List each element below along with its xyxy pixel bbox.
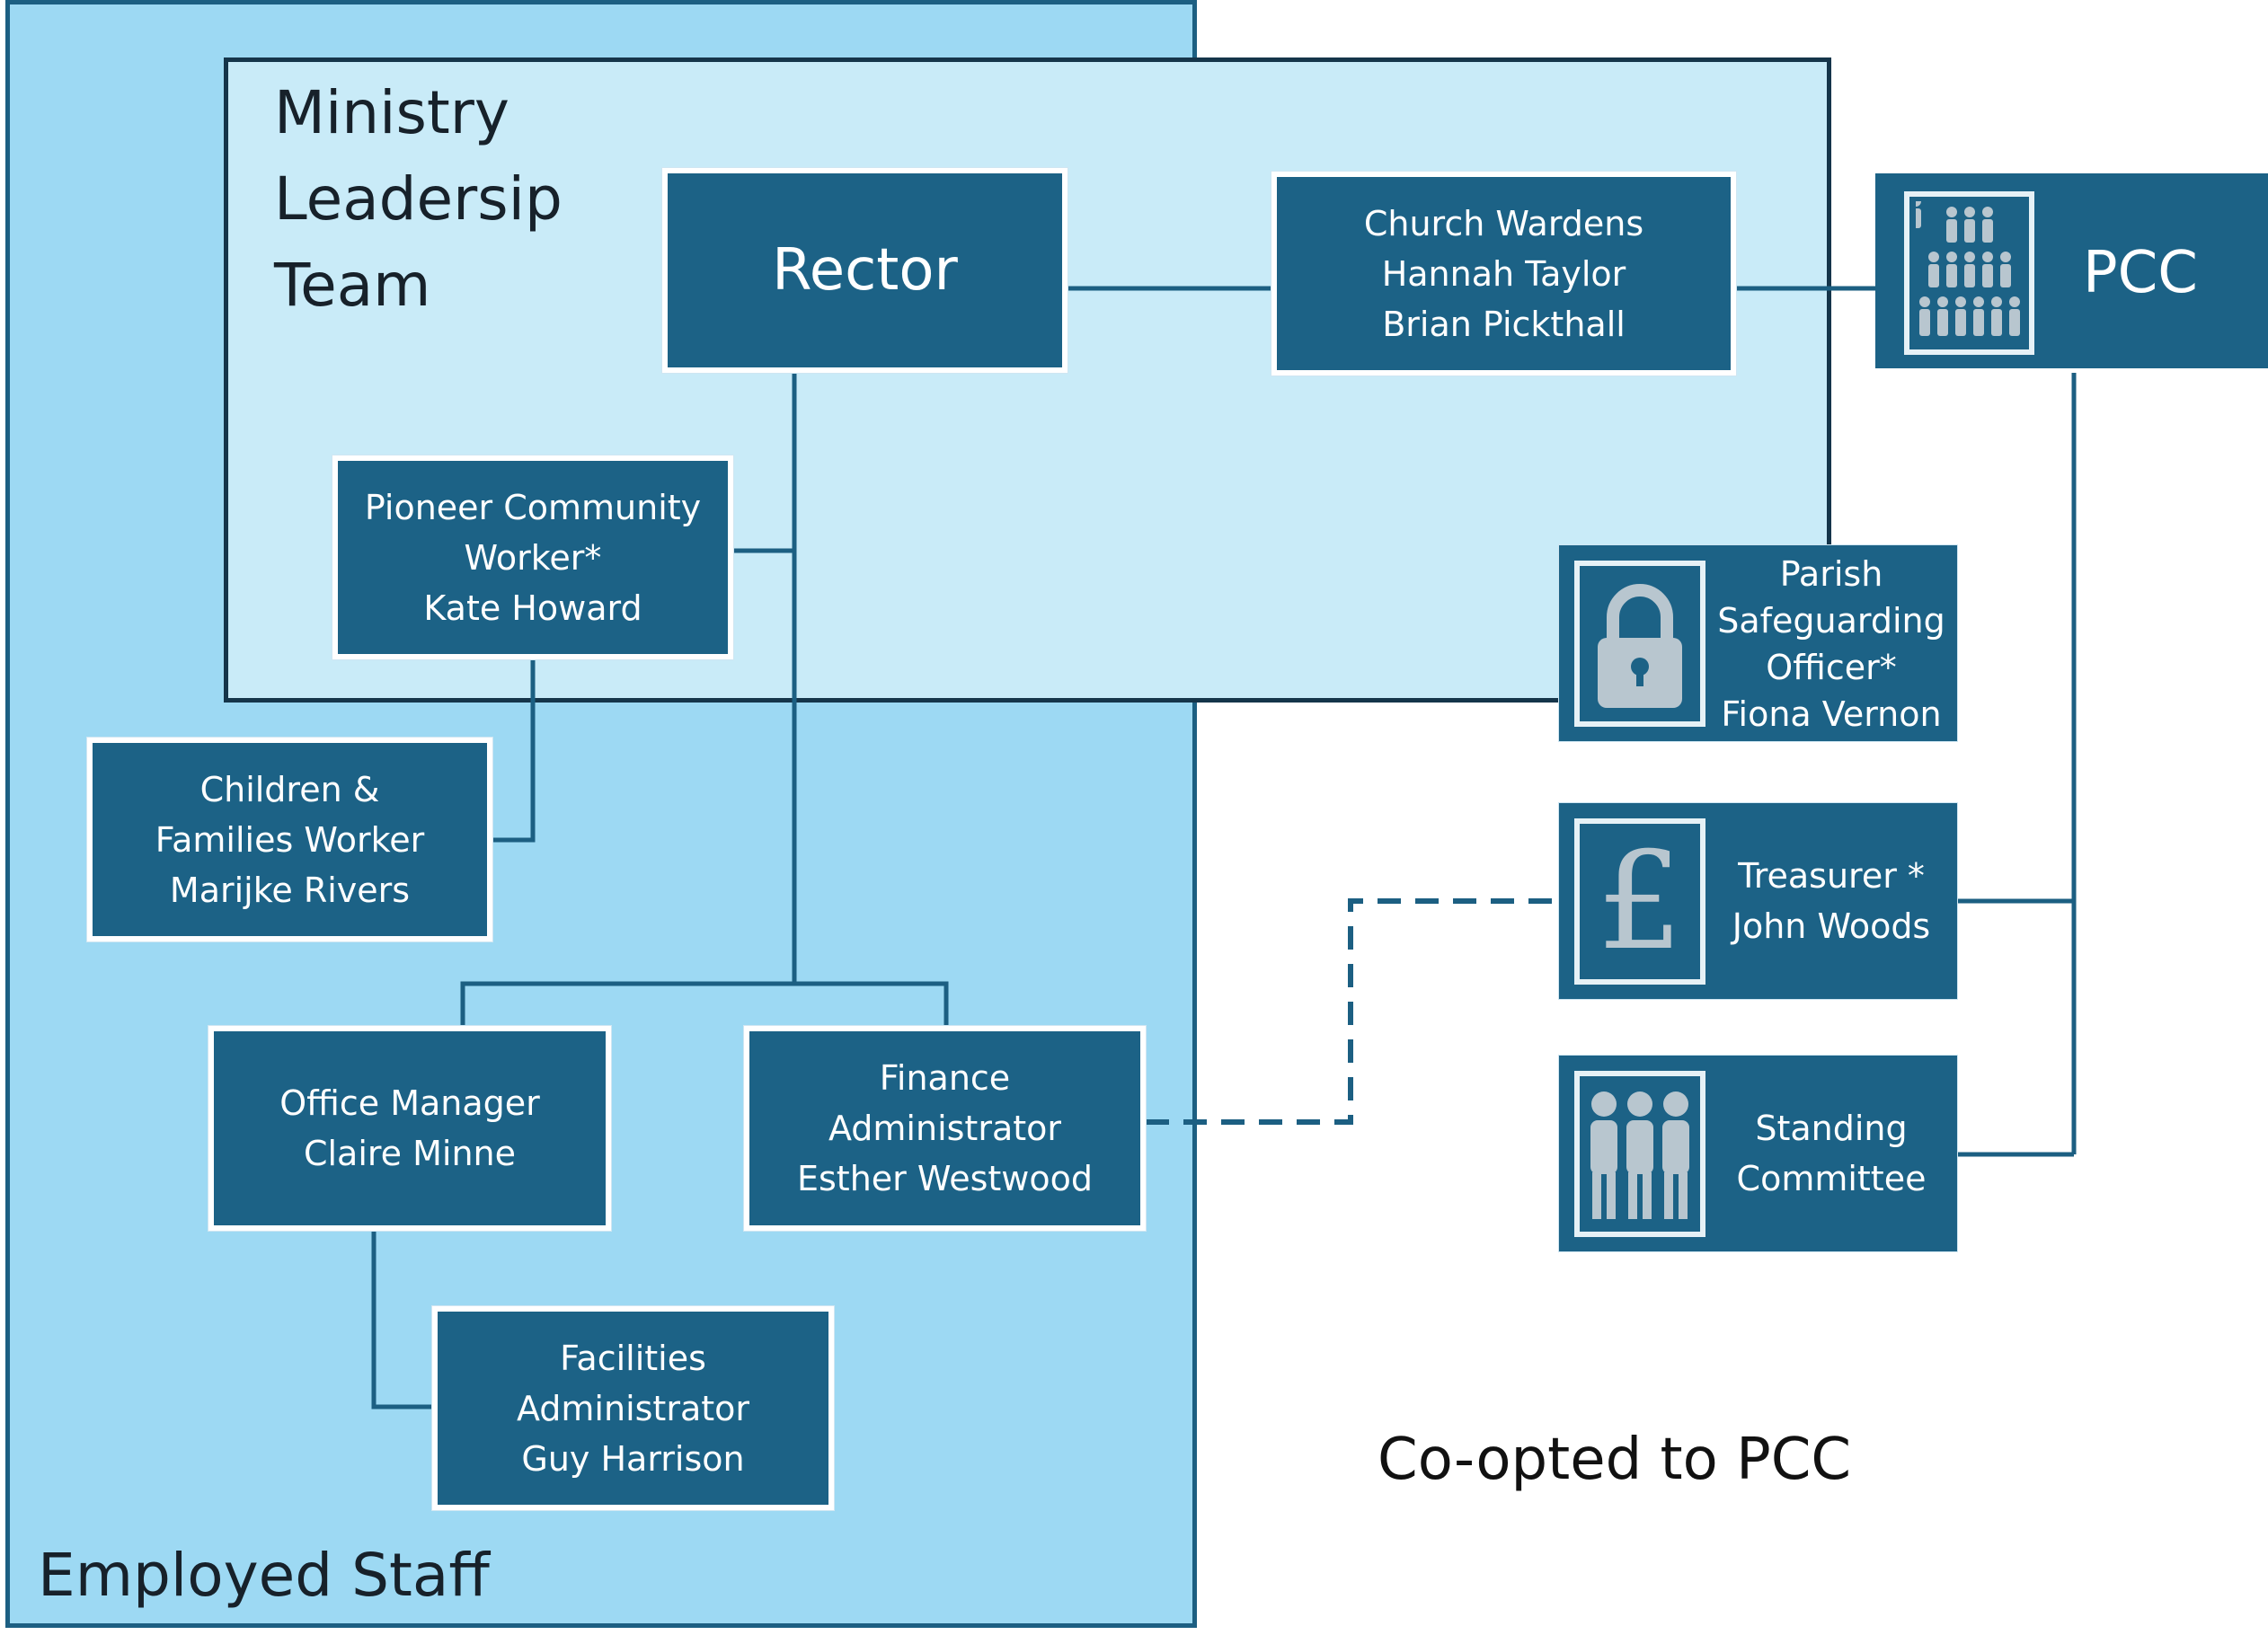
pioneer-name: Kate Howard [423, 588, 642, 628]
treasurer-box[interactable]: £ Treasurer * John Woods [1559, 803, 1957, 999]
finance-admin-title: Finance [879, 1058, 1011, 1098]
rector-box[interactable]: Rector [662, 168, 1068, 373]
children-families-name: Marijke Rivers [169, 870, 411, 910]
office-manager-name: Claire Minne [303, 1134, 517, 1173]
connector-children-families [492, 659, 536, 843]
employed-staff-label: Employed Staff [38, 1541, 490, 1610]
safeguarding-title-cont: Safeguarding [1717, 601, 1945, 641]
co-opted-to-pcc-label: Co-opted to PCC [1378, 1427, 1852, 1493]
three-people-icon [1574, 1071, 1705, 1237]
padlock-icon [1574, 561, 1705, 727]
connector-branch [460, 981, 949, 1026]
connector-finance-treasurer-dashed [1146, 898, 1561, 1125]
finance-admin-title-cont: Administrator [828, 1109, 1062, 1148]
facilities-admin-box[interactable]: Facilities Administrator Guy Harrison [432, 1306, 834, 1510]
facilities-admin-title: Facilities [560, 1338, 706, 1378]
safeguarding-title-cont: Officer* [1766, 648, 1897, 687]
church-warden-name: Hannah Taylor [1381, 253, 1626, 294]
pioneer-worker-box[interactable]: Pioneer Community Worker* Kate Howard [332, 455, 733, 659]
church-warden-name: Brian Pickthall [1382, 304, 1626, 344]
finance-admin-box[interactable]: Finance Administrator Esther Westwood [744, 1026, 1146, 1231]
treasurer-name: John Woods [1732, 906, 1931, 946]
children-families-title-cont: Families Worker [155, 819, 425, 860]
standing-committee-title-cont: Committee [1736, 1159, 1927, 1198]
connector-facilities [371, 1231, 434, 1410]
safeguarding-title: Parish [1779, 554, 1883, 594]
standing-committee-title: Standing [1755, 1109, 1908, 1148]
pcc-box[interactable] [1875, 173, 2268, 368]
pioneer-title: Pioneer Community [364, 487, 702, 527]
safeguarding-name: Fiona Vernon [1721, 694, 1942, 734]
church-wardens-title: Church Wardens [1363, 203, 1644, 243]
facilities-admin-title-cont: Administrator [516, 1388, 750, 1428]
church-wardens-box[interactable]: Church Wardens Hannah Taylor Brian Pickt… [1271, 172, 1736, 376]
office-manager-box[interactable]: Office Manager Claire Minne [208, 1026, 611, 1231]
pcc-label: PCC [2083, 240, 2198, 306]
group-of-people-icon [1904, 191, 2034, 355]
treasurer-title: Treasurer * [1738, 856, 1925, 896]
standing-committee-box[interactable]: Standing Committee [1559, 1056, 1957, 1251]
children-families-title: Children & [199, 769, 380, 809]
office-manager-title: Office Manager [279, 1083, 540, 1123]
ministry-leadership-team-label: Ministry Leadersip Team [274, 78, 563, 320]
pioneer-title-cont: Worker* [464, 537, 602, 578]
pound-sign-icon: £ [1574, 818, 1705, 985]
finance-admin-name: Esther Westwood [797, 1159, 1093, 1198]
rector-title: Rector [772, 237, 958, 304]
safeguarding-officer-box[interactable]: Parish Safeguarding Officer* Fiona Verno… [1559, 545, 1957, 741]
children-families-box[interactable]: Children & Families Worker Marijke River… [87, 738, 492, 941]
facilities-admin-name: Guy Harrison [521, 1438, 745, 1479]
